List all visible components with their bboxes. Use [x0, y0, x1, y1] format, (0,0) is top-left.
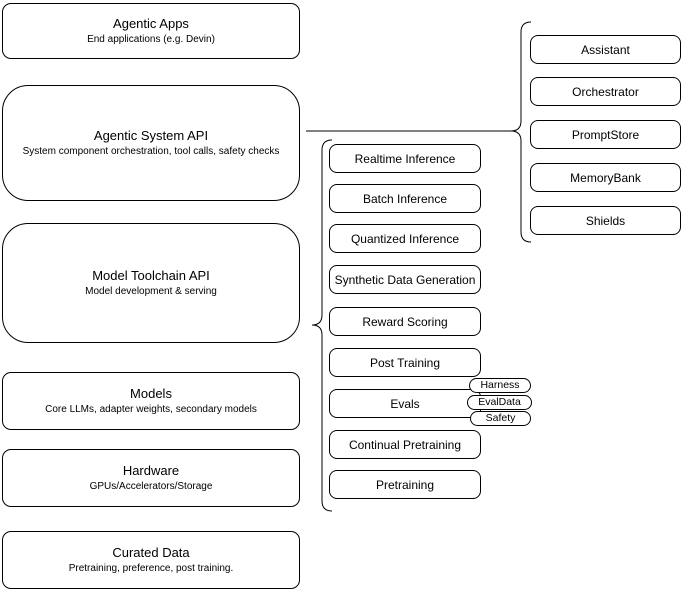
- node-shields: Shields: [530, 206, 681, 235]
- node-title: Hardware: [122, 463, 180, 478]
- node-assistant: Assistant: [530, 35, 681, 64]
- node-reward-scoring: Reward Scoring: [329, 307, 481, 336]
- node-subtitle: Model development & serving: [85, 286, 217, 297]
- node-continual-pretraining: Continual Pretraining: [329, 430, 481, 459]
- system-brace: [510, 21, 532, 243]
- node-batch-inference: Batch Inference: [329, 184, 481, 213]
- node-title: Models: [130, 386, 172, 401]
- node-subtitle: End applications (e.g. Devin): [87, 34, 215, 45]
- node-evals: Evals: [329, 389, 481, 418]
- node-curated-data: Curated Data Pretraining, preference, po…: [2, 531, 300, 589]
- tag-safety: Safety: [470, 411, 531, 426]
- node-hardware: Hardware GPUs/Accelerators/Storage: [2, 449, 300, 507]
- tag-evaldata: EvalData: [467, 395, 532, 410]
- node-promptstore: PromptStore: [530, 120, 681, 149]
- node-quantized-inference: Quantized Inference: [329, 224, 481, 253]
- node-title: Agentic Apps: [113, 16, 189, 31]
- node-subtitle: System component orchestration, tool cal…: [22, 146, 280, 157]
- node-models: Models Core LLMs, adapter weights, secon…: [2, 372, 300, 430]
- node-subtitle: Pretraining, preference, post training.: [68, 563, 234, 574]
- node-title: Curated Data: [112, 545, 190, 560]
- node-pretraining: Pretraining: [329, 470, 481, 499]
- tag-harness: Harness: [469, 378, 531, 393]
- node-memorybank: MemoryBank: [530, 163, 681, 192]
- node-post-training: Post Training: [329, 348, 481, 377]
- node-subtitle: GPUs/Accelerators/Storage: [89, 481, 213, 492]
- node-orchestrator: Orchestrator: [530, 77, 681, 106]
- node-title: Agentic System API: [93, 128, 209, 143]
- node-agentic-apps: Agentic Apps End applications (e.g. Devi…: [2, 3, 300, 59]
- node-title: Model Toolchain API: [92, 268, 210, 283]
- node-realtime-inference: Realtime Inference: [329, 144, 481, 173]
- node-subtitle: Core LLMs, adapter weights, secondary mo…: [45, 404, 257, 415]
- node-model-toolchain-api: Model Toolchain API Model development & …: [2, 223, 300, 343]
- node-synthetic-data-generation: Synthetic Data Generation: [329, 265, 481, 294]
- node-agentic-system-api: Agentic System API System component orch…: [2, 85, 300, 201]
